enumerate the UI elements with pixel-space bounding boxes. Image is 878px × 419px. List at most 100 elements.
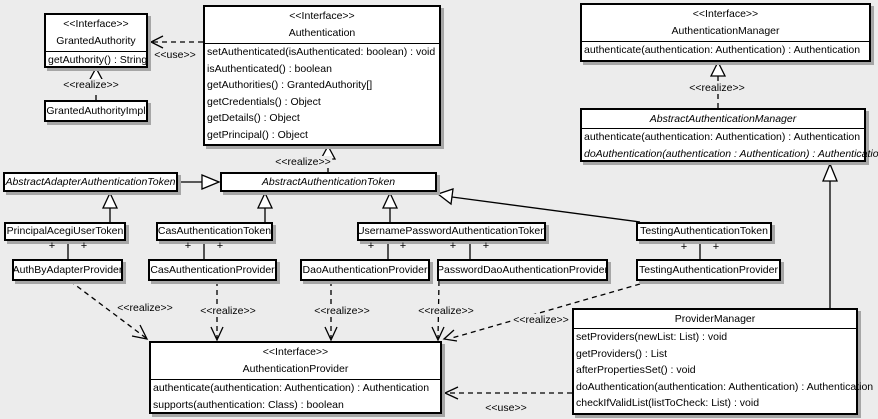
class-name: AuthByAdapterProvider: [12, 263, 123, 276]
method: setProviders(newList: List) : void: [576, 331, 728, 343]
class-authentication-manager[interactable]: <<Interface>> AuthenticationManager auth…: [580, 3, 871, 62]
stereotype-label: <<Interface>>: [289, 10, 355, 22]
class-provider-manager[interactable]: ProviderManager setProviders(newList: Li…: [572, 308, 874, 415]
realize-arrowhead-icon: [442, 329, 458, 342]
assoc-plus-marker: +: [712, 241, 720, 253]
class-header: <<Interface>> AuthenticationManager: [582, 5, 869, 41]
assoc-plus-marker: +: [367, 240, 375, 252]
class-cas-authentication-token[interactable]: CasAuthenticationToken: [156, 222, 273, 241]
assoc-plus-marker: +: [482, 240, 490, 252]
class-cas-authentication-provider[interactable]: CasAuthenticationProvider: [148, 259, 277, 281]
assoc-plus-marker: +: [216, 240, 224, 252]
method: checkIfValidList(listToCheck: List) : vo…: [576, 397, 760, 409]
class-name: AuthenticationManager: [671, 25, 780, 37]
method: isAuthenticated() : boolean: [207, 62, 332, 75]
class-authentication-provider[interactable]: <<Interface>> AuthenticationProvider aut…: [149, 341, 442, 414]
class-name: UsernamePasswordAuthenticationToken: [356, 225, 547, 237]
method: doAuthentication(authentication : Authen…: [584, 147, 878, 160]
method: authenticate(authentication: Authenticat…: [153, 382, 430, 394]
use-label: <<use>>: [483, 402, 529, 414]
method: doAuthentication(authentication: Authent…: [576, 380, 874, 393]
realize-arrowhead-icon: [431, 326, 445, 342]
class-name: AbstractAdapterAuthenticationToken: [5, 175, 176, 188]
realize-label: <<realize>>: [416, 305, 476, 317]
class-name: ProviderManager: [674, 313, 756, 325]
assoc-plus-marker: +: [449, 240, 457, 252]
edge-gen-testingtoken: [451, 196, 641, 223]
class-name: TestingAuthenticationProvider: [639, 263, 778, 276]
class-name: GrantedAuthority: [56, 35, 136, 47]
class-granted-authority-impl[interactable]: GrantedAuthorityImpl: [44, 100, 148, 122]
methods-compartment: authenticate(authentication: Authenticat…: [582, 128, 878, 162]
class-header: <<Interface>> AuthenticationProvider: [151, 343, 440, 379]
class-password-dao-authentication-provider[interactable]: PasswordDaoAuthenticationProvider: [437, 259, 608, 281]
class-username-password-authentication-token[interactable]: UsernamePasswordAuthenticationToken: [357, 222, 546, 241]
assoc-plus-marker: +: [80, 240, 88, 252]
class-name: CasAuthenticationToken: [157, 225, 272, 237]
class-auth-by-adapter-provider[interactable]: AuthByAdapterProvider: [12, 259, 123, 281]
realize-label: <<realize>>: [312, 305, 372, 317]
assoc-plus-marker: +: [680, 241, 688, 253]
class-name: AbstractAuthenticationToken: [261, 175, 396, 188]
use-arrowhead-icon: [443, 386, 459, 400]
gen-triangle-icon: [201, 174, 221, 190]
realize-label: <<realize>>: [511, 314, 571, 326]
class-name: PasswordDaoAuthenticationProvider: [437, 263, 609, 276]
assoc-plus-marker: +: [184, 240, 192, 252]
method: getAuthorities() : GrantedAuthority[]: [207, 79, 373, 91]
methods-compartment: authenticate(authentication: Authenticat…: [151, 379, 440, 413]
class-testing-authentication-provider[interactable]: TestingAuthenticationProvider: [636, 259, 781, 281]
class-granted-authority[interactable]: <<Interface>> GrantedAuthority getAuthor…: [44, 13, 148, 68]
class-abstract-authentication-manager[interactable]: AbstractAuthenticationManager authentica…: [580, 108, 878, 162]
class-name: AbstractAuthenticationManager: [649, 113, 797, 125]
method: authenticate(authentication: Authenticat…: [584, 44, 861, 56]
gen-triangle-icon: [436, 188, 454, 206]
class-abstract-authentication-token[interactable]: AbstractAuthenticationToken: [220, 172, 437, 192]
class-principal-acegi-user-token[interactable]: PrincipalAcegiUserToken: [4, 222, 126, 241]
method: supports(authentication: Class) : boolea…: [153, 398, 344, 411]
class-authentication[interactable]: <<Interface>> Authentication setAuthenti…: [203, 5, 441, 146]
method: authenticate(authentication: Authenticat…: [584, 131, 861, 143]
method: getCredentials() : Object: [207, 95, 321, 108]
class-name: AuthenticationProvider: [242, 363, 349, 375]
class-name: PrincipalAcegiUserToken: [6, 225, 124, 237]
class-header: <<Interface>> GrantedAuthority: [46, 15, 146, 51]
gen-triangle-icon: [822, 162, 838, 182]
realize-triangle-icon: [709, 60, 727, 77]
assoc-plus-marker: +: [399, 240, 407, 252]
realize-label: <<realize>>: [687, 82, 747, 94]
realize-label: <<realize>>: [273, 156, 333, 168]
stereotype-label: <<Interface>>: [692, 8, 759, 20]
methods-compartment: getAuthority() : String: [46, 51, 147, 69]
methods-compartment: setProviders(newList: List) : void getPr…: [574, 328, 874, 412]
class-name: GrantedAuthorityImpl: [46, 104, 146, 117]
stereotype-label: <<Interface>>: [262, 346, 329, 358]
gen-triangle-icon: [256, 191, 274, 209]
realize-arrowhead-icon: [324, 326, 338, 342]
class-name: CasAuthenticationProvider: [150, 263, 275, 276]
realize-label: <<realize>>: [61, 79, 121, 91]
methods-compartment: authenticate(authentication: Authenticat…: [582, 41, 869, 59]
realize-arrowhead-icon: [210, 326, 224, 342]
realize-label: <<realize>>: [115, 302, 175, 314]
method: afterPropertiesSet() : void: [576, 364, 696, 376]
method: setAuthenticated(isAuthenticated: boolea…: [207, 46, 436, 58]
gen-triangle-icon: [101, 191, 119, 209]
class-name: TestingAuthenticationToken: [640, 225, 768, 237]
class-abstract-adapter-authentication-token[interactable]: AbstractAdapterAuthenticationToken: [3, 172, 178, 192]
realize-arrowhead-icon: [131, 324, 149, 340]
class-dao-authentication-provider[interactable]: DaoAuthenticationProvider: [300, 259, 430, 281]
stereotype-label: <<Interface>>: [63, 18, 129, 30]
assoc-plus-marker: +: [48, 240, 56, 252]
method: getDetails() : Object: [207, 112, 300, 124]
use-arrowhead-icon: [149, 35, 164, 49]
realize-label: <<realize>>: [198, 305, 258, 317]
gen-triangle-icon: [381, 191, 399, 209]
method: getProviders() : List: [576, 347, 668, 360]
method: getPrincipal() : Object: [207, 128, 308, 141]
class-testing-authentication-token[interactable]: TestingAuthenticationToken: [636, 222, 772, 241]
class-header: AbstractAuthenticationManager: [582, 110, 864, 128]
class-name: Authentication: [288, 27, 356, 39]
use-label: <<use>>: [152, 49, 198, 61]
